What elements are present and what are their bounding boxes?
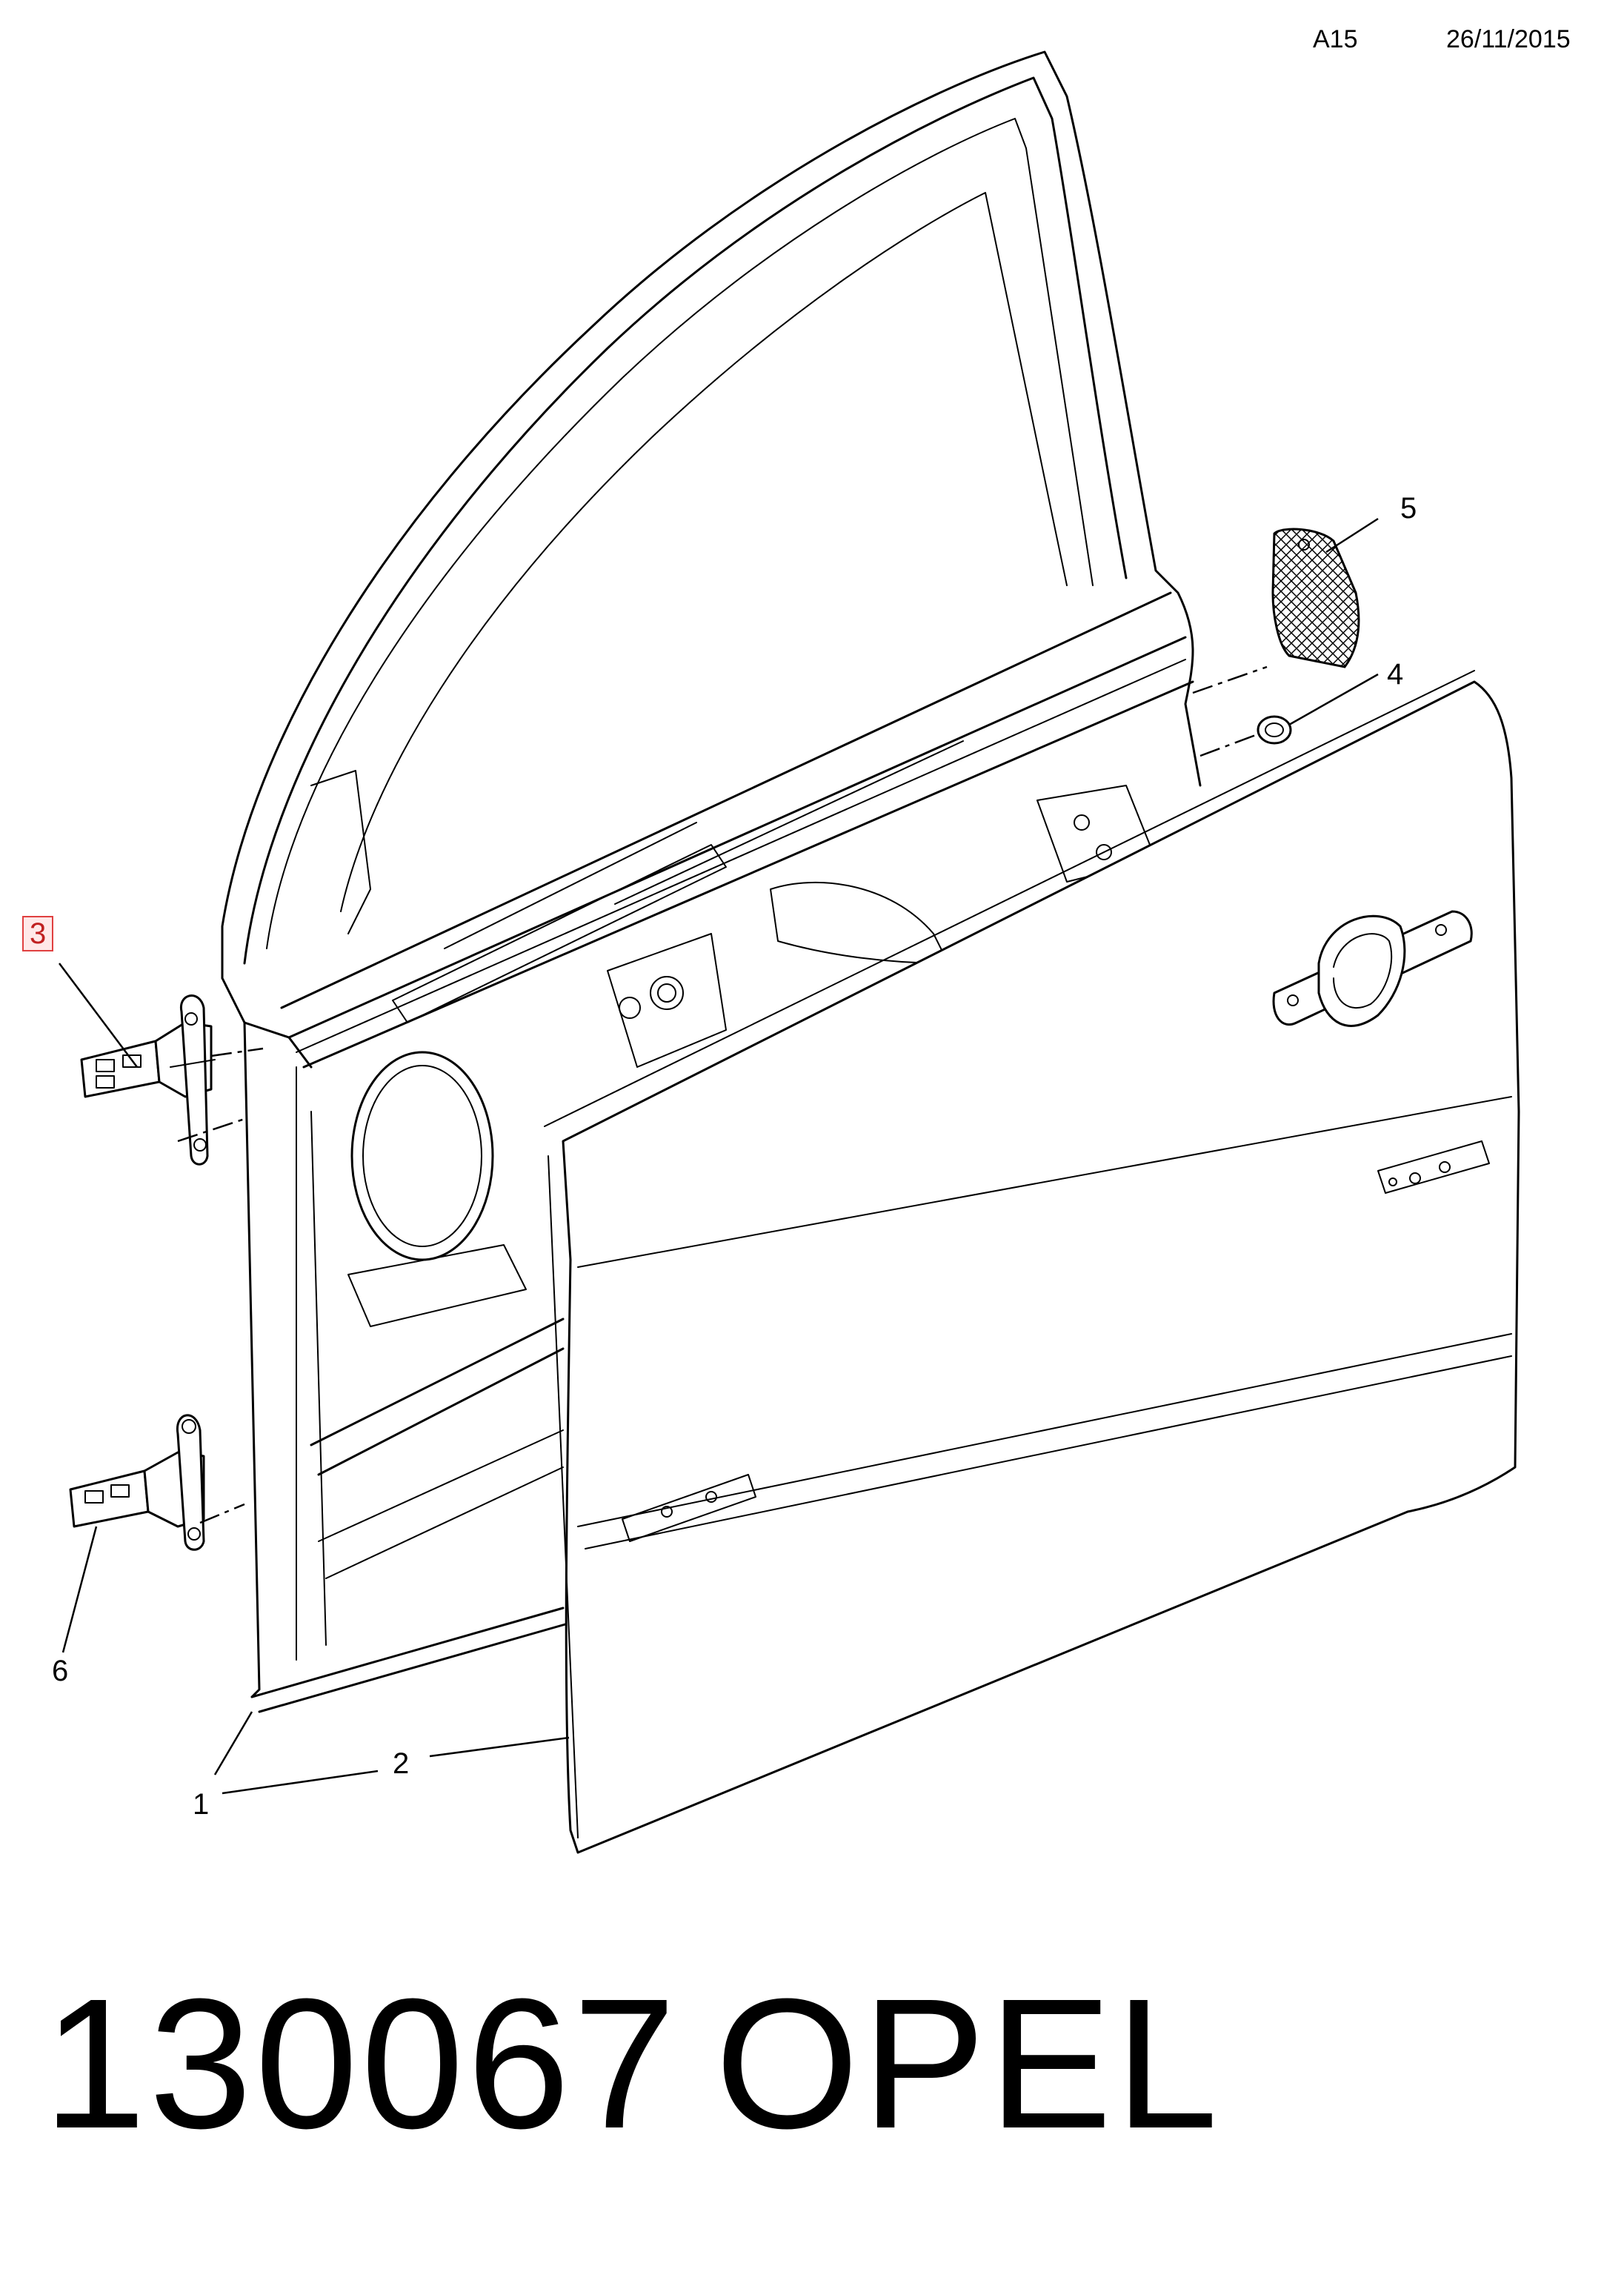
callout-4[interactable]: 4: [1387, 658, 1404, 691]
lower-hinge: [69, 1414, 205, 1551]
brand-name: OPEL: [715, 1960, 1221, 2167]
callout-5[interactable]: 5: [1400, 492, 1417, 525]
outer-door-panel: [544, 670, 1520, 1854]
leader-lines: [59, 517, 1379, 1795]
part-number: 130067: [43, 1960, 679, 2167]
mesh-cover: [1271, 528, 1360, 668]
callout-6[interactable]: 6: [52, 1655, 69, 1687]
diagram-code: A15: [1313, 25, 1358, 53]
diagram-date: 26/11/2015: [1446, 25, 1571, 53]
callout-3[interactable]: 3: [22, 916, 54, 951]
door-frame: [221, 50, 1202, 1713]
callout-2[interactable]: 2: [393, 1747, 410, 1780]
upper-hinge: [80, 994, 216, 1166]
callout-1[interactable]: 1: [193, 1788, 210, 1821]
grommet: [1257, 715, 1292, 745]
